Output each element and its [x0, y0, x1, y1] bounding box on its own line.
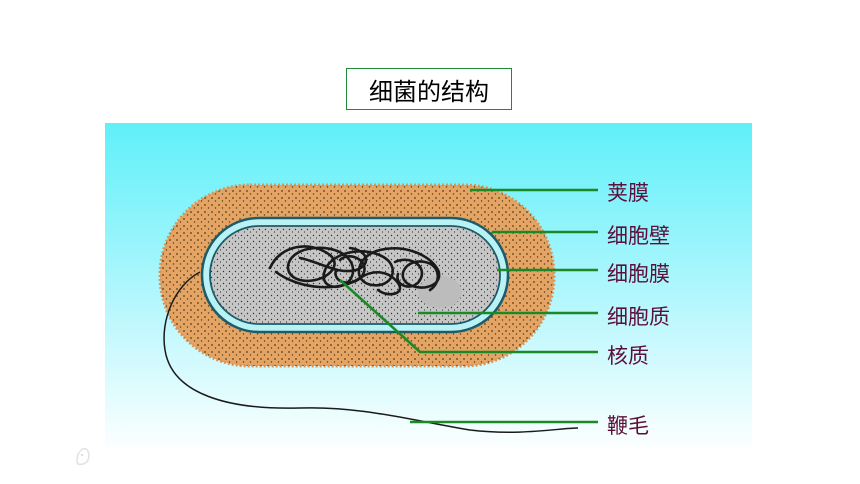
cytoplasm-shape	[209, 225, 501, 325]
label-cell-membrane: 细胞膜	[607, 262, 670, 286]
diagram-title: 细菌的结构	[346, 68, 512, 110]
label-cell-wall: 细胞壁	[607, 224, 670, 248]
label-nucleoid: 核质	[607, 344, 649, 368]
leader-nucleoid	[339, 279, 598, 354]
label-capsule: 荚膜	[607, 181, 649, 205]
label-flagellum: 鞭毛	[607, 414, 649, 438]
label-cytoplasm: 细胞质	[607, 305, 670, 329]
flagellum-shape	[163, 271, 579, 433]
nucleoid-shape	[268, 245, 441, 296]
watermark-icon	[76, 447, 90, 466]
leader-lines	[339, 188, 598, 424]
